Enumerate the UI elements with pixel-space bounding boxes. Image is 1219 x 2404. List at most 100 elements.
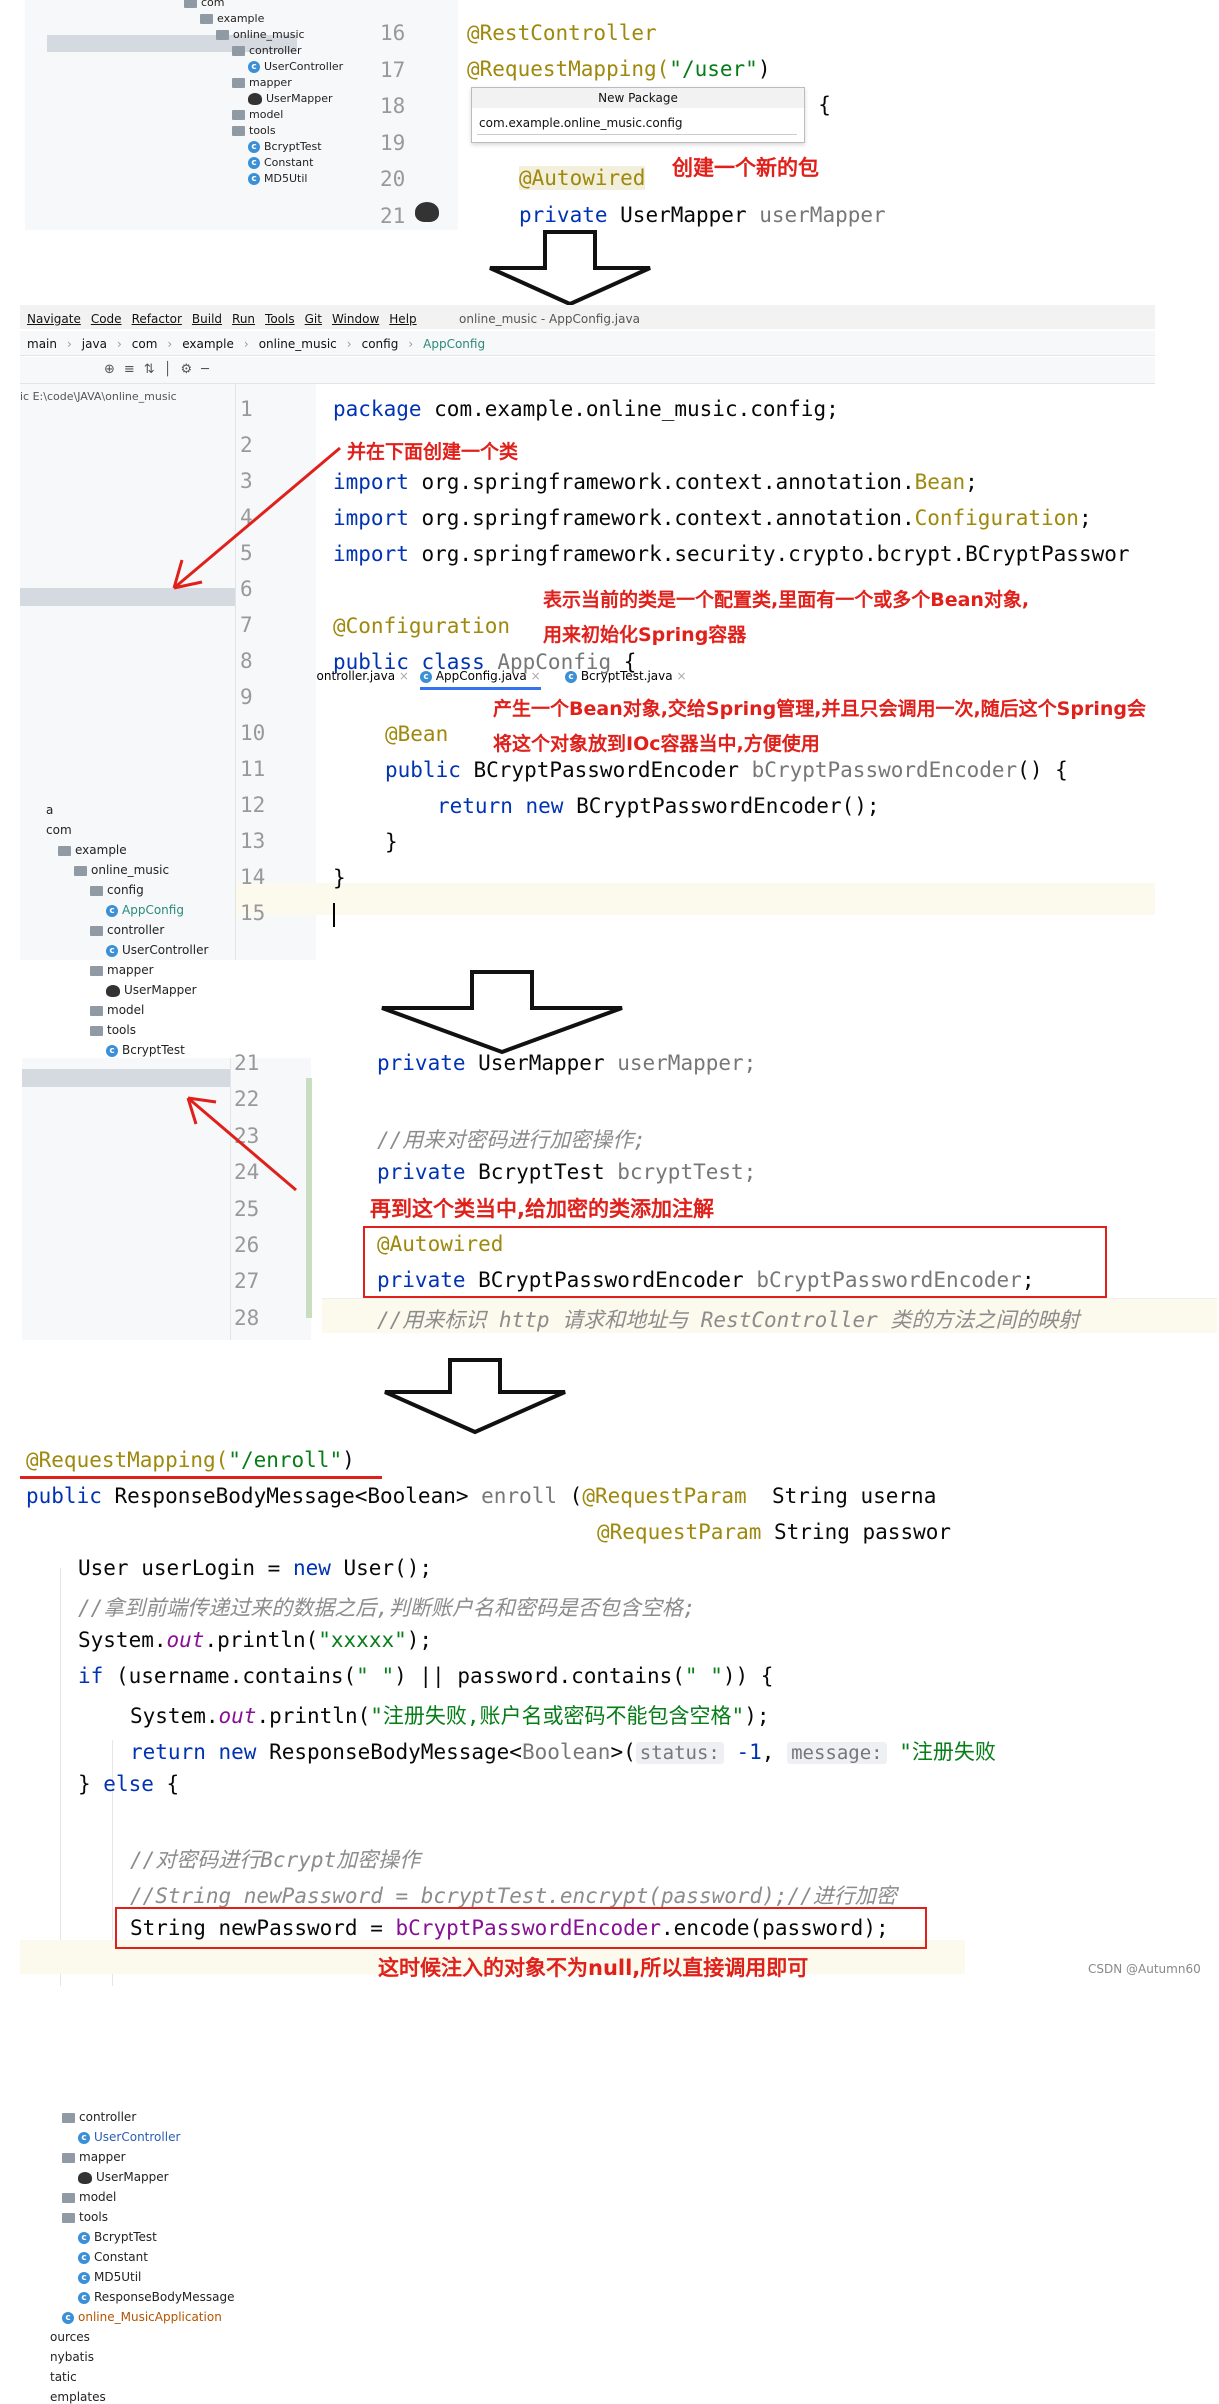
menu-item[interactable]: Navigate <box>27 312 81 326</box>
tree-item[interactable]: UserMapper <box>106 983 197 997</box>
code2-line-10: @Bean <box>385 722 449 746</box>
tree-item[interactable]: config <box>90 883 144 897</box>
selected-row-3 <box>22 1069 230 1087</box>
editor-tab[interactable]: c BcryptTest.java × <box>565 669 687 683</box>
menu-item[interactable]: Git <box>304 312 322 326</box>
tree-item-label: tatic <box>50 2370 77 2384</box>
class-icon: c <box>248 173 260 185</box>
new-package-dialog[interactable]: New Package com.example.online_music.con… <box>471 87 805 143</box>
toolbar-icons[interactable]: ⊕≡⇅│⚙─ <box>104 362 218 377</box>
tree-item[interactable]: example <box>200 12 264 25</box>
tree-item[interactable]: c UserController <box>248 60 343 73</box>
code4-row-13: String newPassword = bCryptPasswordEncod… <box>130 1916 889 1940</box>
tree-item-label: controller <box>79 2110 137 2124</box>
breadcrumb-item[interactable]: example <box>182 337 234 351</box>
tree-item[interactable]: ources <box>46 2330 90 2344</box>
tree-item-label: UserController <box>264 60 344 73</box>
tree-item-label: example <box>75 843 127 857</box>
line-number: 24 <box>234 1160 260 1185</box>
menu-item[interactable]: Tools <box>265 312 295 326</box>
tool-strip <box>20 357 1155 384</box>
tree-item[interactable]: online_music <box>216 28 305 41</box>
tree-item[interactable]: emplates <box>46 2390 106 2404</box>
menu-item[interactable]: Code <box>90 312 122 326</box>
package-name-input[interactable]: com.example.online_music.config <box>477 112 797 135</box>
tree-item[interactable]: controller <box>62 2110 136 2124</box>
menu-item[interactable]: Refactor <box>131 312 182 326</box>
breadcrumb-item[interactable]: main <box>27 337 57 351</box>
tree-item[interactable]: tools <box>62 2210 108 2224</box>
tree-item[interactable]: tatic <box>46 2370 77 2384</box>
line-number: 8 <box>240 649 253 673</box>
menu-item[interactable]: Window <box>331 312 380 326</box>
tree-item[interactable]: model <box>62 2190 116 2204</box>
code4-row-4: User userLogin = new User(); <box>78 1556 433 1580</box>
breadcrumb-item[interactable]: config <box>361 337 399 351</box>
tree-item[interactable]: nybatis <box>46 2350 94 2364</box>
tree-item[interactable]: mapper <box>232 76 292 89</box>
close-icon[interactable]: × <box>676 669 687 683</box>
folder-icon <box>58 845 71 856</box>
tree-item[interactable]: mapper <box>62 2150 126 2164</box>
red-pointer-arrow-1 <box>172 446 341 590</box>
tree-item[interactable]: online_music <box>74 863 169 877</box>
line-number: 7 <box>240 613 253 637</box>
tree-item[interactable]: model <box>232 108 283 121</box>
breadcrumb-item[interactable]: AppConfig <box>423 337 486 351</box>
tree-item[interactable]: model <box>90 1003 144 1017</box>
tree-item[interactable]: com <box>42 823 72 837</box>
note-create-class: 并在下面创建一个类 <box>347 441 519 463</box>
class-icon: c <box>78 2251 90 2264</box>
code2-line-11: public BCryptPasswordEncoder bCryptPassw… <box>385 758 1068 782</box>
class-icon: c <box>248 61 260 73</box>
tree-item[interactable]: a <box>42 803 53 817</box>
close-icon[interactable]: × <box>530 669 541 683</box>
breadcrumb-item[interactable]: online_music <box>258 337 337 351</box>
tree-item[interactable]: tools <box>232 124 276 137</box>
code4-row-5: //拿到前端传递过来的数据之后,判断账户名和密码是否包含空格; <box>78 1596 696 1620</box>
note-direct-call: 这时候注入的对象不为null,所以直接调用即可 <box>378 1956 809 1980</box>
note-create-package: 创建一个新的包 <box>672 156 819 180</box>
code2-line-3: import org.springframework.context.annot… <box>333 470 978 494</box>
tree-item[interactable]: UserMapper <box>78 2170 169 2184</box>
menu-item[interactable]: Build <box>191 312 223 326</box>
tree-item[interactable]: com <box>184 0 225 9</box>
tree-item-label: mapper <box>79 2150 126 2164</box>
tree-item[interactable]: UserMapper <box>248 92 333 105</box>
breadcrumb-item[interactable]: java <box>81 337 107 351</box>
panel-1: com example online_music controller c UserCon… <box>25 0 465 230</box>
tree-item-label: Constant <box>264 156 314 169</box>
highlight-box-encode <box>115 1907 927 1949</box>
menu-item[interactable]: Run <box>232 312 256 326</box>
tree-item[interactable]: example <box>58 843 127 857</box>
code2-line-5: import org.springframework.security.cryp… <box>333 542 1130 566</box>
editor-tab[interactable]: c AppConfig.java × <box>420 669 541 690</box>
line-number: 15 <box>240 901 266 925</box>
tree-item[interactable]: controller <box>232 44 301 57</box>
folder-icon <box>62 2112 75 2123</box>
folder-icon <box>232 46 245 56</box>
code-line-17: @RequestMapping("/user") <box>467 57 771 81</box>
tree-item-label: online_MusicApplication <box>78 2310 222 2324</box>
selected-row-2 <box>20 588 235 606</box>
line-number: 27 <box>234 1269 260 1294</box>
tree-item[interactable]: tools <box>90 1023 136 1037</box>
close-icon[interactable]: × <box>398 669 409 683</box>
tree-item[interactable]: mapper <box>90 963 154 977</box>
tree-item[interactable]: controller <box>90 923 164 937</box>
breadcrumb-item[interactable]: com <box>131 337 158 351</box>
menu-item[interactable]: Help <box>389 312 417 326</box>
folder-icon <box>90 925 103 936</box>
